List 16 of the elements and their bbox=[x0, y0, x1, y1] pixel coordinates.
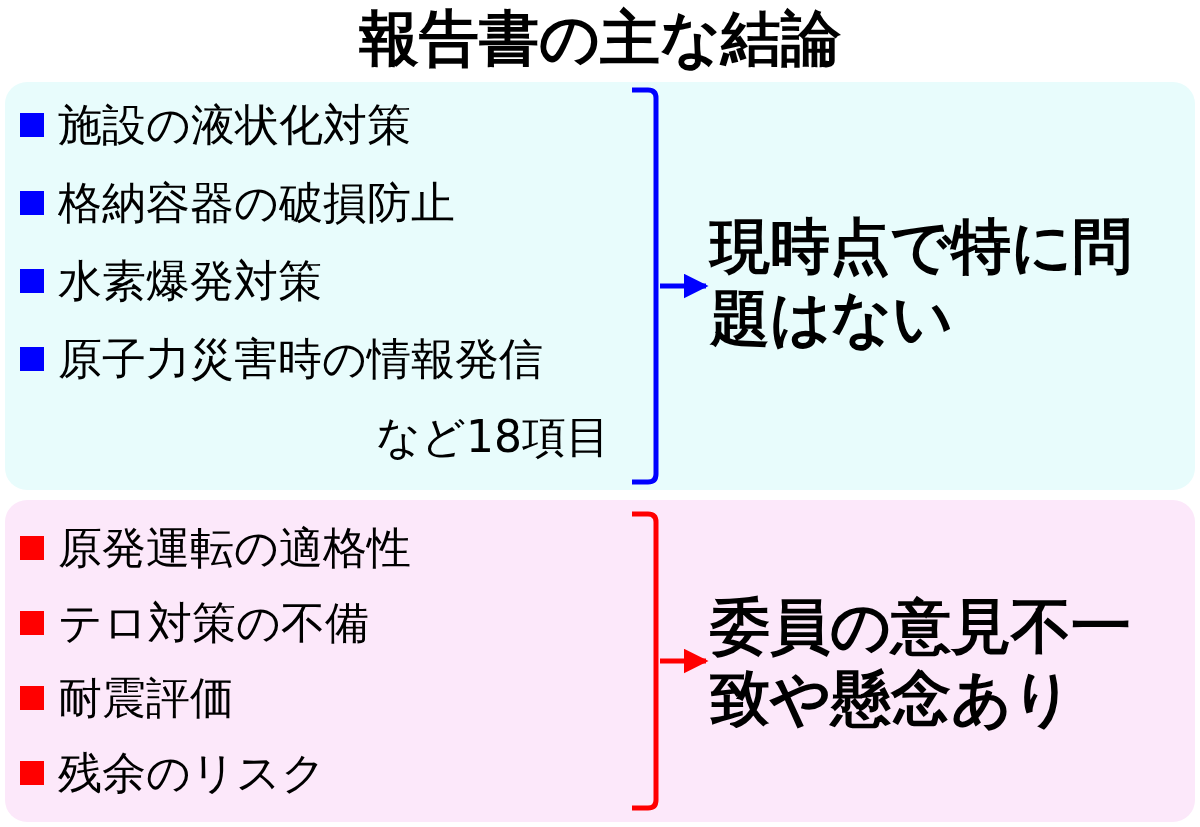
list-item: 格納容器の破損防止 bbox=[58, 176, 455, 230]
list-item: 原子力災害時の情報発信 bbox=[58, 332, 543, 386]
panel-background bbox=[5, 500, 1195, 822]
conclusion-text: 現時点で特に問題はない bbox=[710, 210, 1170, 354]
panel-background bbox=[5, 82, 1195, 490]
conclusion-text: 委員の意見不一致や懸念あり bbox=[710, 590, 1170, 734]
arrow bbox=[660, 273, 709, 299]
list-item: 原発運転の適格性 bbox=[58, 521, 411, 575]
list-item: 残余のリスク bbox=[58, 746, 326, 800]
note-text: など18項目 bbox=[376, 411, 610, 462]
list-item: 施設の液状化対策 bbox=[58, 98, 411, 152]
title: 報告書の主な結論 bbox=[358, 2, 842, 74]
list-item: 耐震評価 bbox=[58, 671, 234, 725]
list-item: 水素爆発対策 bbox=[58, 254, 322, 308]
arrow bbox=[660, 648, 709, 674]
list-item: テロ対策の不備 bbox=[58, 596, 369, 650]
